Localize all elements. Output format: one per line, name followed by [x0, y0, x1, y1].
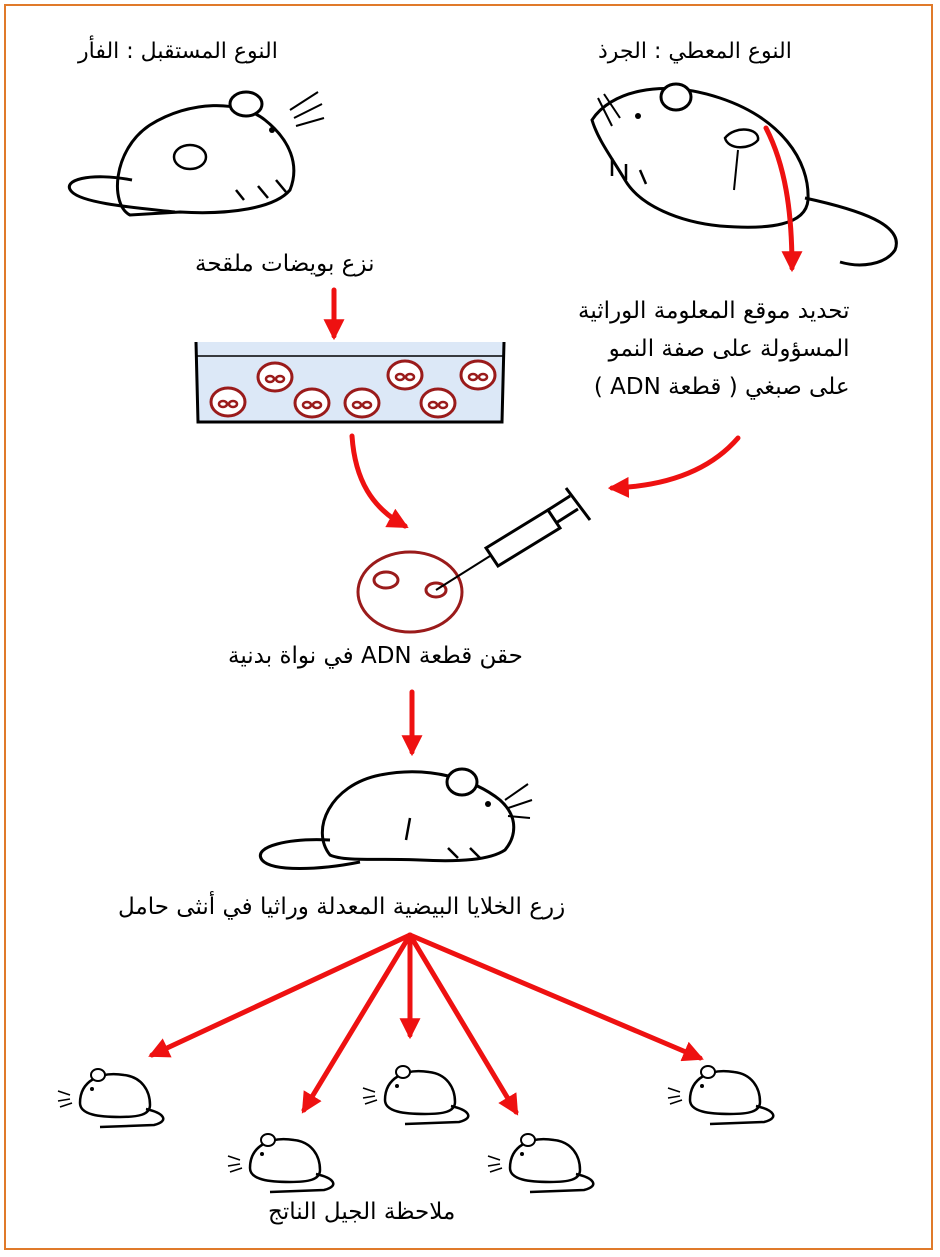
- egg-cell-icon: [358, 552, 462, 632]
- arrow-to-syringe: [612, 438, 738, 488]
- mouse-icon: [69, 92, 324, 215]
- offspring-mouse-icon: [228, 1134, 333, 1192]
- offspring-mouse-icon: [488, 1134, 593, 1192]
- locate-gene-line-1: تحديد موقع المعلومة الوراثية: [578, 292, 850, 330]
- syringe-icon: [436, 488, 590, 590]
- donor-species-label: النوع المعطي : الجرذ: [598, 38, 792, 66]
- offspring-mouse-icon: [363, 1066, 468, 1124]
- offspring-mouse-icon: [668, 1066, 773, 1124]
- rat-icon: [592, 84, 896, 265]
- locate-gene-label: تحديد موقع المعلومة الوراثية المسؤولة عل…: [578, 292, 850, 406]
- pregnant-mouse-icon: [260, 769, 532, 869]
- remove-eggs-label: نزع بويضات ملقحة: [195, 250, 374, 279]
- inject-dna-label: حقن قطعة ADN في نواة بدنية: [228, 642, 523, 671]
- arrow-offspring-5: [410, 935, 700, 1058]
- offspring-mouse-icon: [58, 1069, 163, 1127]
- locate-gene-line-3: على صبغي ( قطعة ADN ): [578, 368, 850, 406]
- implant-cells-label: زرع الخلايا البيضية المعدلة وراثيا في أن…: [118, 893, 565, 922]
- observe-offspring-label: ملاحظة الجيل الناتج: [268, 1198, 455, 1227]
- petri-dish-icon: [196, 342, 504, 422]
- recipient-species-label: النوع المستقبل : الفأر: [78, 38, 278, 66]
- arrow-to-egg: [352, 436, 405, 526]
- locate-gene-line-2: المسؤولة على صفة النمو: [578, 330, 850, 368]
